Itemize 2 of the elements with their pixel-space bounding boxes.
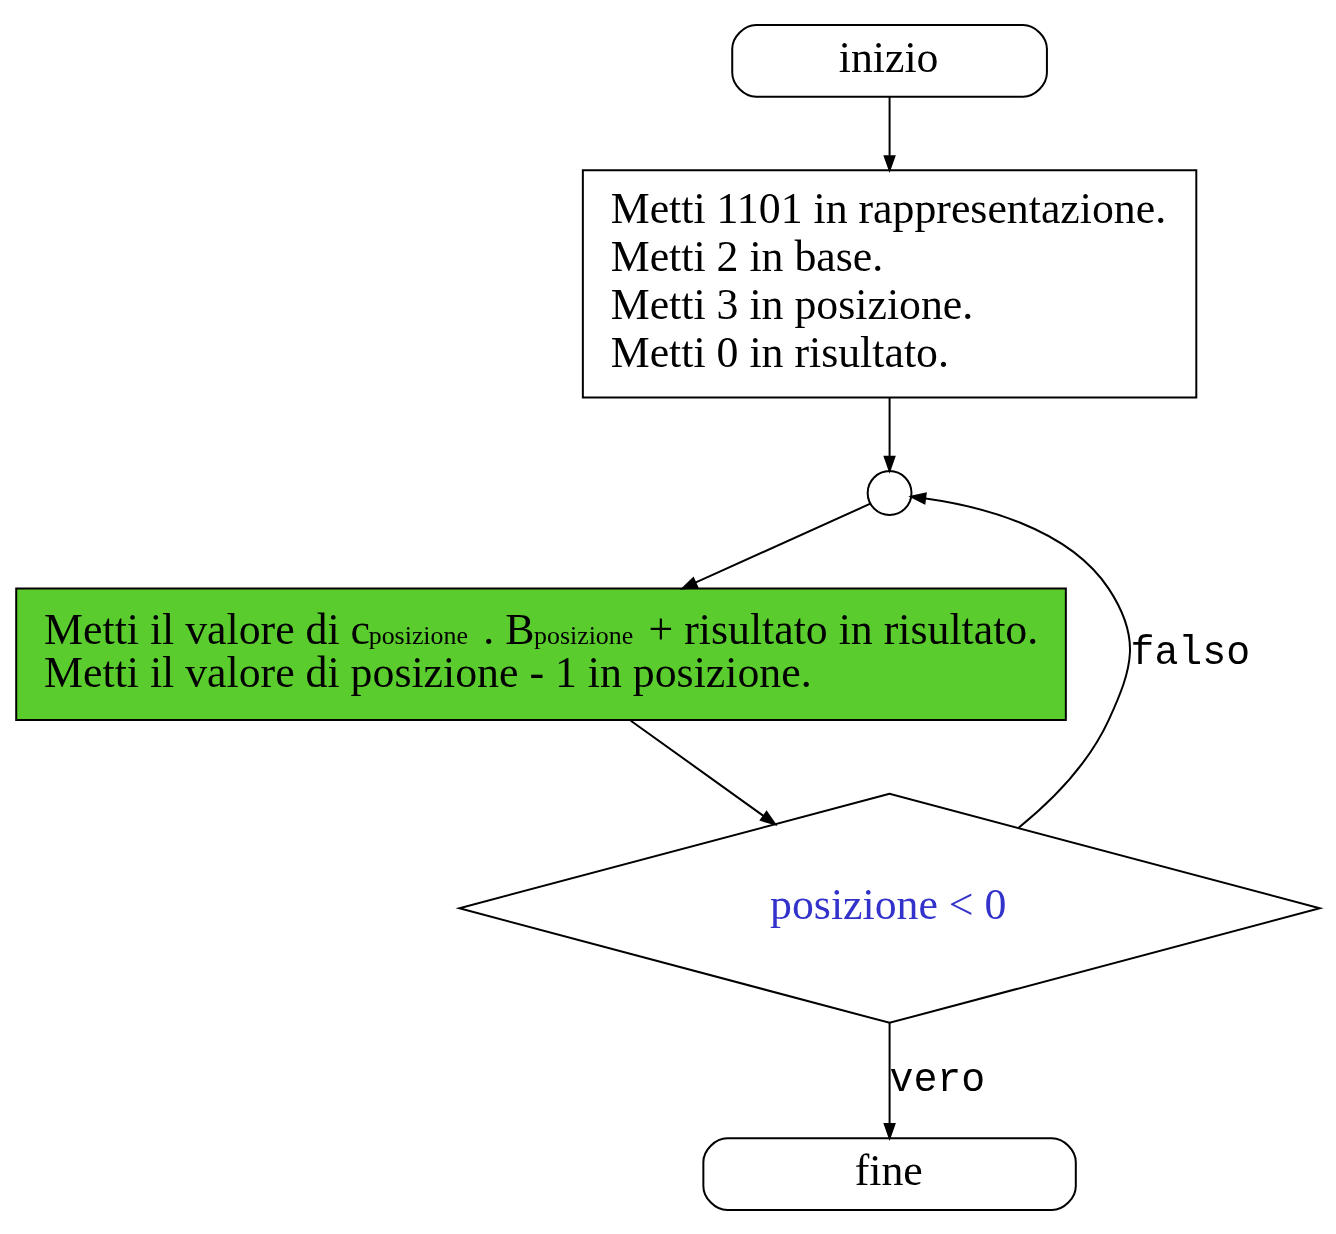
edge-label: falso	[1130, 630, 1251, 676]
edge-label: vero	[889, 1057, 986, 1103]
